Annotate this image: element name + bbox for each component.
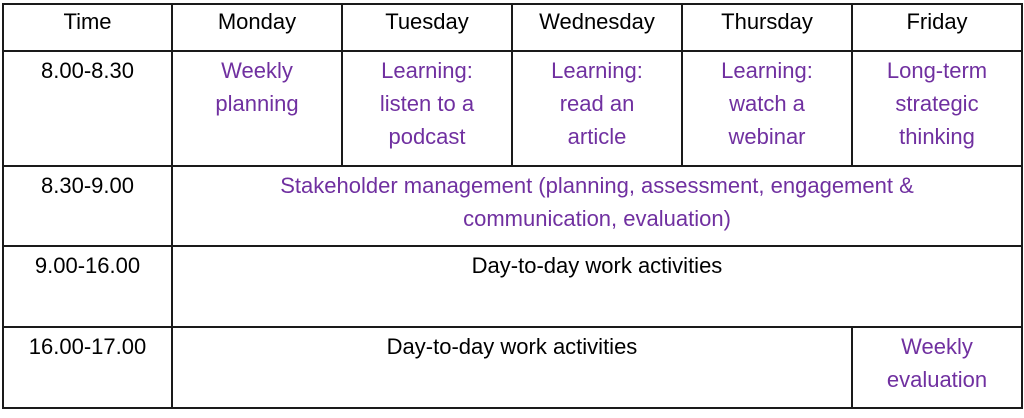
time-cell: 9.00-16.00 — [2, 245, 173, 328]
tuesday-activity: Learning: listen to a podcast — [341, 50, 513, 167]
day-to-day-activity: Day-to-day work activities — [171, 245, 1023, 328]
activity-line: Stakeholder management (planning, assess… — [280, 173, 914, 198]
header-tuesday: Tuesday — [341, 3, 513, 52]
stakeholder-management-activity: Stakeholder management (planning, assess… — [171, 165, 1023, 247]
header-thursday: Thursday — [681, 3, 853, 52]
activity-line: communication, evaluation) — [463, 206, 731, 231]
activity-line: planning — [215, 91, 299, 116]
activity-line: listen to a — [379, 91, 475, 116]
wednesday-activity: Learning: read an article — [511, 50, 683, 167]
header-wednesday: Wednesday — [511, 3, 683, 52]
day-to-day-activity: Day-to-day work activities — [171, 326, 853, 409]
header-friday: Friday — [851, 3, 1023, 52]
activity-line: strategic — [895, 91, 979, 116]
activity-line: Long-term — [886, 58, 988, 83]
activity-line: Learning: — [381, 58, 473, 83]
table-row: 9.00-16.00 Day-to-day work activities — [2, 245, 1023, 328]
activity-line: Learning: — [721, 58, 813, 83]
table-row: 8.30-9.00 Stakeholder management (planni… — [2, 165, 1023, 247]
header-time: Time — [2, 3, 173, 52]
table-row: 8.00-8.30 Weekly planning Learning: list… — [2, 50, 1023, 167]
activity-line: Weekly — [901, 334, 973, 359]
activity-line: watch a — [729, 91, 805, 116]
monday-activity: Weekly planning — [171, 50, 343, 167]
activity-line: podcast — [388, 124, 466, 149]
header-row: Time Monday Tuesday Wednesday Thursday F… — [2, 3, 1023, 52]
table-row: 16.00-17.00 Day-to-day work activities W… — [2, 326, 1023, 409]
activity-line: webinar — [728, 124, 806, 149]
friday-weekly-evaluation: Weekly evaluation — [851, 326, 1023, 409]
header-monday: Monday — [171, 3, 343, 52]
time-cell: 16.00-17.00 — [2, 326, 173, 409]
activity-line: Weekly — [221, 58, 293, 83]
time-cell: 8.00-8.30 — [2, 50, 173, 167]
activity-line: Learning: — [551, 58, 643, 83]
friday-activity: Long-term strategic thinking — [851, 50, 1023, 167]
thursday-activity: Learning: watch a webinar — [681, 50, 853, 167]
activity-line: evaluation — [886, 367, 988, 392]
weekly-schedule-table: Time Monday Tuesday Wednesday Thursday F… — [2, 3, 1023, 409]
activity-line: article — [567, 124, 627, 149]
time-cell: 8.30-9.00 — [2, 165, 173, 247]
activity-line: read an — [559, 91, 635, 116]
activity-line: thinking — [899, 124, 975, 149]
